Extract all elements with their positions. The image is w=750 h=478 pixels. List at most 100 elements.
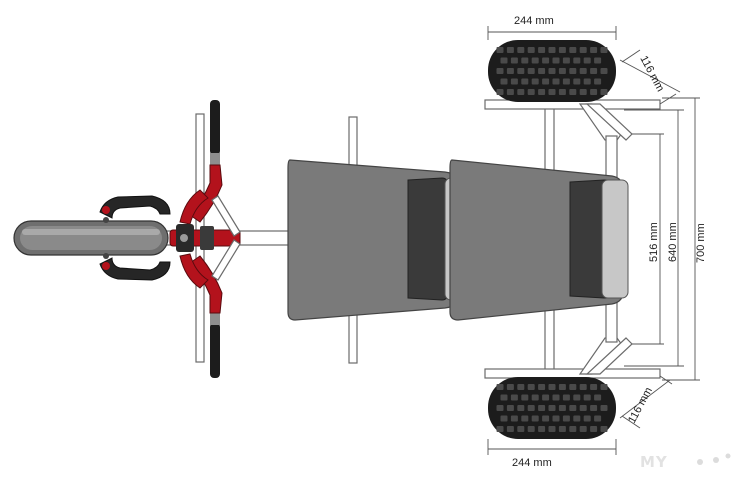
tire-knob (521, 78, 529, 85)
tire-knob (500, 415, 508, 422)
tire-knob (521, 415, 529, 422)
tire-knob (594, 57, 602, 64)
front-seat (287, 159, 468, 321)
tire-knob (500, 78, 508, 85)
tire-knob (558, 89, 566, 95)
tire-knob (496, 47, 504, 53)
tire-knob (510, 394, 518, 401)
tire-knob (552, 415, 560, 422)
tire-knob (594, 394, 602, 401)
tire-knob (594, 415, 602, 422)
tire-knob (510, 415, 518, 422)
dim-bottom-wheel-width: 244 mm (512, 457, 552, 469)
tire-knob (562, 415, 570, 422)
front-wheel (13, 220, 169, 256)
tire-knob (552, 394, 560, 401)
tire-knob (542, 415, 550, 422)
tire-knob (562, 394, 570, 401)
tire-knob (500, 394, 508, 401)
tire-knob (496, 89, 504, 95)
dim-top-tire-width: 116 mm (637, 54, 666, 94)
tire-knob (600, 384, 608, 390)
dim-outer-track: 700 mm (695, 223, 707, 263)
tire-knob (538, 47, 546, 53)
tire-knob (517, 47, 525, 53)
tire-knob (579, 68, 587, 74)
watermark: MY (640, 453, 668, 471)
tire-knob (548, 68, 556, 74)
tire-knob (600, 89, 608, 95)
tire-knob (569, 426, 577, 432)
tire-knob (538, 405, 546, 411)
tire-knob (506, 89, 514, 95)
tire-knob (531, 415, 539, 422)
tire-knob (517, 68, 525, 74)
tire-knob (558, 47, 566, 53)
tire-knob (538, 426, 546, 432)
tire-knob (579, 47, 587, 53)
tire-knob (552, 78, 560, 85)
tire-knob (506, 68, 514, 74)
tire-knob (569, 68, 577, 74)
tire-knob (527, 426, 535, 432)
front-fork (99, 195, 171, 281)
tire-knob (579, 384, 587, 390)
tire-knob (527, 68, 535, 74)
tire-knob (538, 384, 546, 390)
tire-knob (527, 405, 535, 411)
tire-knob (562, 78, 570, 85)
tire-knob (531, 394, 539, 401)
dimension-lines (487, 26, 700, 455)
tire-knob (527, 384, 535, 390)
tire-knob (552, 57, 560, 64)
rear-wheel-bottom (488, 377, 616, 439)
tire-knob (542, 57, 550, 64)
tire-knob (506, 405, 514, 411)
watermark-dots (697, 453, 731, 465)
tire-knob (531, 78, 539, 85)
dim-middle-track: 640 mm (667, 222, 679, 262)
tire-knob (506, 384, 514, 390)
tire-knob (496, 426, 504, 432)
tire-knob (506, 47, 514, 53)
tire-knob (496, 68, 504, 74)
tire-knob (600, 47, 608, 53)
tire-knob (531, 57, 539, 64)
rear-wheel-top (488, 40, 616, 102)
tire-knob (548, 384, 556, 390)
tire-knob (558, 405, 566, 411)
tire-knob (527, 47, 535, 53)
tire-knob (558, 384, 566, 390)
tire-knob (538, 68, 546, 74)
tire-knob (569, 47, 577, 53)
tire-knob (510, 57, 518, 64)
tire-knob (600, 405, 608, 411)
tire-knob (500, 57, 508, 64)
tire-knob (562, 57, 570, 64)
tire-knob (558, 426, 566, 432)
dim-bottom-tire-width: 116 mm (626, 385, 655, 425)
tire-knob (510, 78, 518, 85)
tire-knob (590, 405, 598, 411)
tire-knob (548, 426, 556, 432)
tire-knob (583, 415, 591, 422)
tire-knob (517, 89, 525, 95)
tire-knob (573, 78, 581, 85)
tire-knob (569, 384, 577, 390)
tire-knob (579, 405, 587, 411)
tire-knob (590, 384, 598, 390)
tire-knob (548, 89, 556, 95)
rear-seat (449, 159, 629, 321)
tire-knob (590, 47, 598, 53)
tire-knob (548, 47, 556, 53)
tire-knob (579, 426, 587, 432)
tire-knob (573, 415, 581, 422)
tire-knob (600, 68, 608, 74)
tire-knob (506, 426, 514, 432)
tire-knob (548, 405, 556, 411)
tire-knob (521, 57, 529, 64)
tire-knob (517, 405, 525, 411)
tire-knob (496, 405, 504, 411)
tire-knob (538, 89, 546, 95)
